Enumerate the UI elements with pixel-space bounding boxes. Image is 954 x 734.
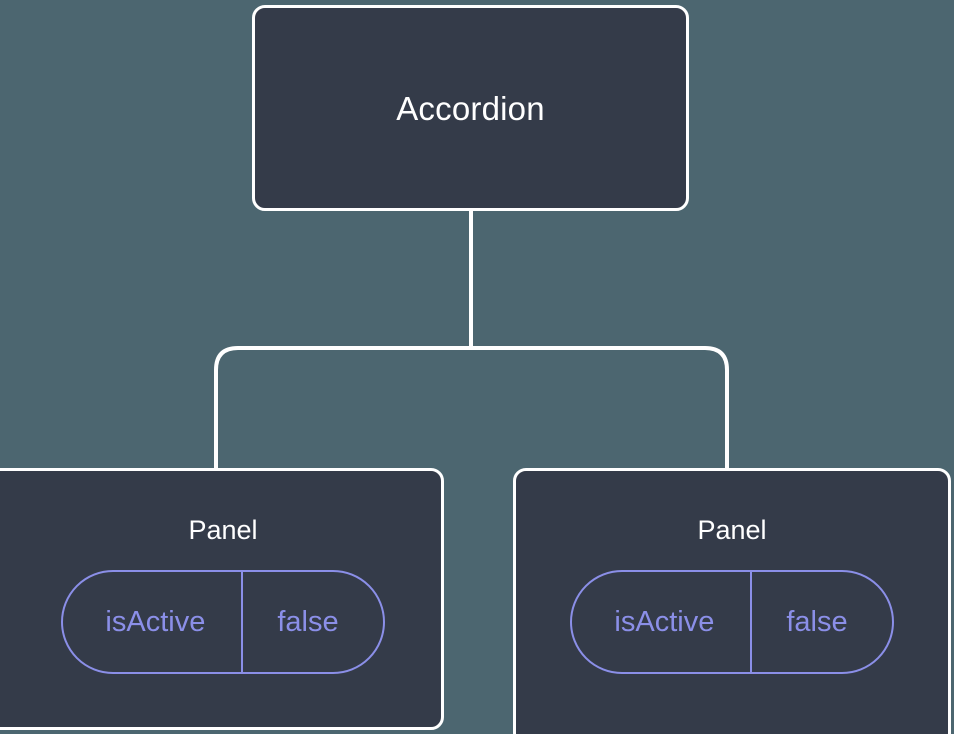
node-panel-2-state-key: isActive (614, 605, 715, 638)
node-panel-1-state-value: false (241, 572, 382, 672)
node-panel-1[interactable]: Panel isActive false (0, 468, 444, 730)
node-panel-1-state-pill[interactable]: isActive false (61, 570, 385, 674)
node-panel-1-state-key: isActive (105, 605, 206, 638)
node-panel-1-label: Panel (188, 515, 258, 545)
node-panel-2-state-value: false (750, 572, 891, 672)
node-panel-2-state-pill[interactable]: isActive false (570, 570, 894, 674)
node-accordion[interactable]: Accordion (252, 5, 689, 211)
node-accordion-label: Accordion (396, 89, 545, 127)
node-panel-2[interactable]: Panel isActive false (513, 468, 951, 734)
edge-branch-left (214, 346, 471, 470)
node-panel-2-label: Panel (697, 515, 767, 545)
edge-branch-right (471, 346, 729, 470)
